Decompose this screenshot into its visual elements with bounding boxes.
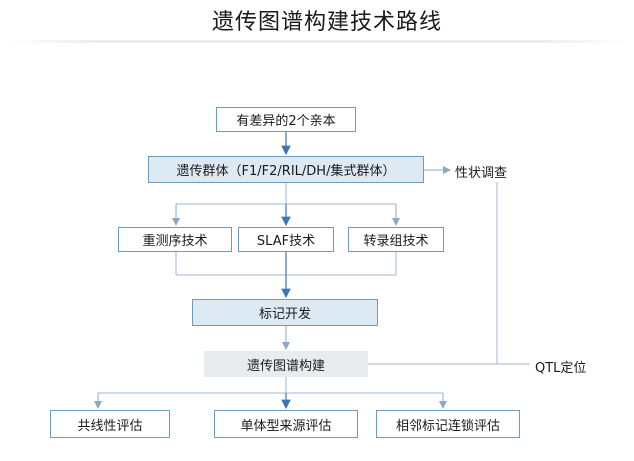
node-slaf: SLAF技术	[238, 227, 334, 252]
node-haplotype: 单体型来源评估	[214, 410, 358, 438]
label-trait-survey: 性状调查	[455, 166, 508, 181]
page-title: 遗传图谱构建技术路线	[211, 10, 442, 35]
node-population: 遗传群体（F1/F2/RIL/DH/集式群体）	[148, 156, 424, 183]
node-reseq: 重测序技术	[118, 227, 232, 252]
node-parents: 有差异的2个亲本	[216, 107, 356, 132]
node-linkage: 相邻标记连锁评估	[376, 410, 520, 438]
node-marker-development: 标记开发	[192, 299, 378, 326]
title-divider	[0, 40, 634, 43]
node-transcriptome: 转录组技术	[348, 227, 444, 252]
node-collinearity: 共线性评估	[50, 410, 170, 438]
label-qtl-mapping: QTL定位	[535, 361, 587, 376]
node-genetic-map: 遗传图谱构建	[204, 351, 368, 377]
